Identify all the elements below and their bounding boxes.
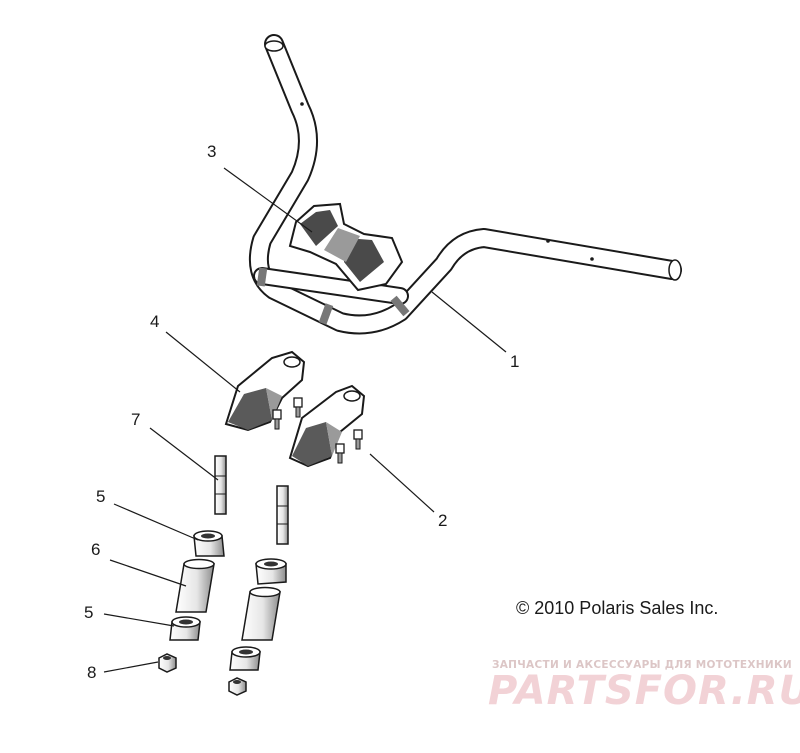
handlebar bbox=[249, 34, 682, 335]
leader-4 bbox=[165, 331, 241, 393]
stud-left bbox=[214, 455, 227, 515]
leader-3 bbox=[223, 167, 313, 233]
bushing-lower-left bbox=[169, 616, 201, 641]
riser-right bbox=[288, 384, 366, 468]
sleeve-right bbox=[241, 586, 281, 641]
bushing-lower-right bbox=[229, 646, 261, 671]
leader-7 bbox=[149, 427, 219, 481]
riser-bolts bbox=[272, 397, 363, 464]
callout-2: 2 bbox=[438, 511, 448, 530]
watermark-logo: PARTSFOR.RU bbox=[488, 668, 800, 714]
copyright-notice: © 2010 Polaris Sales Inc. bbox=[516, 598, 719, 618]
leader-2 bbox=[369, 453, 435, 513]
nut-right bbox=[228, 677, 247, 696]
callout-8: 8 bbox=[87, 663, 97, 682]
sleeve-left bbox=[175, 558, 215, 613]
leader-lines bbox=[103, 167, 507, 673]
callout-5-lower: 5 bbox=[84, 603, 94, 622]
callout-5-upper: 5 bbox=[96, 487, 106, 506]
bushing-upper-right bbox=[255, 558, 287, 585]
callout-4: 4 bbox=[150, 312, 160, 331]
nut-left bbox=[158, 653, 177, 673]
leader-1 bbox=[431, 291, 507, 353]
leader-8 bbox=[103, 661, 159, 673]
callout-1: 1 bbox=[510, 352, 520, 371]
leader-5a bbox=[113, 503, 199, 541]
upper-clamp bbox=[288, 202, 404, 292]
callout-3: 3 bbox=[207, 142, 217, 161]
callout-7: 7 bbox=[131, 410, 141, 429]
bushing-upper-left bbox=[193, 530, 225, 557]
callout-6: 6 bbox=[91, 540, 101, 559]
leader-5b bbox=[103, 613, 175, 627]
stud-right bbox=[276, 485, 289, 545]
riser-left bbox=[224, 350, 306, 432]
leader-6 bbox=[109, 559, 187, 587]
watermark-tagline: ЗАПЧАСТИ И АКСЕССУАРЫ ДЛЯ МОТОТЕХНИКИ bbox=[492, 659, 792, 671]
